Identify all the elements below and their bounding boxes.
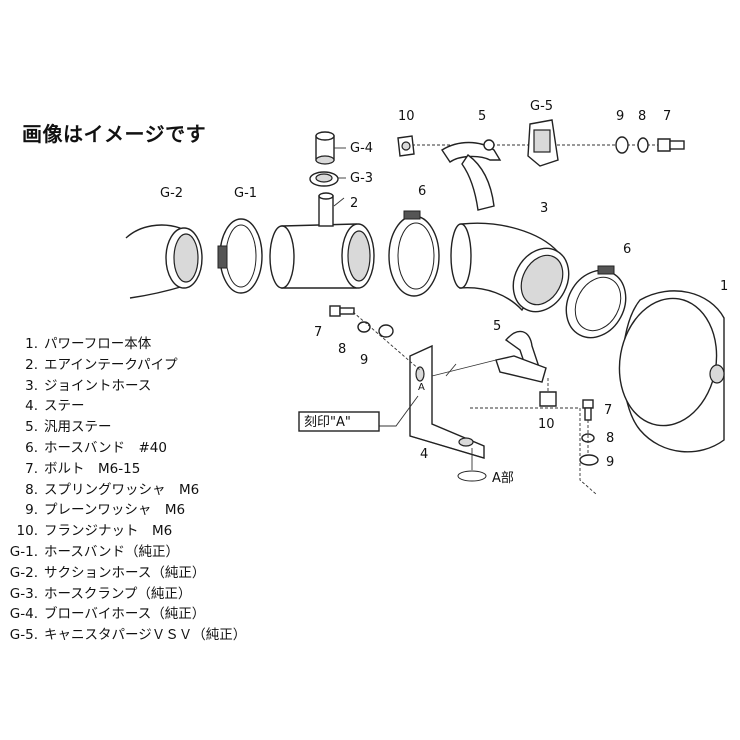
callout-1: 1 <box>720 279 728 294</box>
joint-hose <box>450 222 570 313</box>
hose-band-6-right <box>565 265 627 339</box>
callout-10-top: 10 <box>398 109 415 124</box>
callout-5-top: 5 <box>478 109 486 124</box>
power-flow-body <box>618 290 725 453</box>
callout-8-left: 8 <box>338 342 346 357</box>
flange-nut-10-mid <box>539 391 557 407</box>
callout-7-right: 7 <box>604 403 612 418</box>
bolt-7-left <box>329 305 355 317</box>
bolt-7-right <box>582 399 594 421</box>
callout-7-top: 7 <box>663 109 671 124</box>
parts-legend: 1.パワーフロー本体 2.エアインテークパイプ 3.ジョイントホース 4.ステー… <box>0 334 246 646</box>
plain-washer-9-left <box>378 324 394 338</box>
page-title: 画像はイメージです <box>22 122 207 146</box>
legend-item: G-2.サクションホース（純正） <box>9 564 206 581</box>
spring-washer-8-left <box>357 321 371 333</box>
callout-9-left: 9 <box>360 353 368 368</box>
callout-g5: G-5 <box>530 99 553 114</box>
plain-washer-9-right <box>579 454 599 466</box>
legend-item: G-4.ブローバイホース（純正） <box>9 606 206 623</box>
callout-6-left: 6 <box>418 184 426 199</box>
blow-by-hose-g4 <box>315 131 335 165</box>
callout-2: 2 <box>350 196 358 211</box>
callout-3: 3 <box>540 201 548 216</box>
legend-item: 9.プレーンワッシャ M6 <box>25 502 186 519</box>
callout-8-top: 8 <box>638 109 646 124</box>
general-stay-5-mid <box>495 330 547 383</box>
air-intake-pipe <box>269 192 375 289</box>
stay-bracket-4 <box>409 344 487 482</box>
hose-band-g1 <box>217 218 263 294</box>
callout-8-right: 8 <box>606 431 614 446</box>
callout-g4: G-4 <box>350 141 373 156</box>
legend-item: G-5.キャニスタパージＶＳＶ（純正） <box>9 627 247 644</box>
callout-5-mid: 5 <box>493 319 501 334</box>
bracket-stamp-mark: A <box>418 382 425 393</box>
top-mount-assembly <box>397 119 685 211</box>
stamp-label: 刻印"A" <box>304 415 351 430</box>
legend-item: 4.ステー <box>25 398 85 415</box>
callout-6-right: 6 <box>623 242 631 257</box>
callout-g1: G-1 <box>234 186 257 201</box>
legend-item: G-3.ホースクランプ（純正） <box>9 585 192 602</box>
legend-item: 8.スプリングワッシャ M6 <box>25 481 200 498</box>
legend-item: 7.ボルト M6-15 <box>25 460 141 477</box>
callout-9-right: 9 <box>606 455 614 470</box>
legend-item: 1.パワーフロー本体 <box>25 336 152 352</box>
legend-item: 3.ジョイントホース <box>25 377 152 394</box>
legend-item: 6.ホースバンド #40 <box>25 439 167 456</box>
legend-item: 10.フランジナット M6 <box>16 523 173 540</box>
stamp-label-box <box>298 411 380 432</box>
callout-7-left: 7 <box>314 325 322 340</box>
hose-band-6-left <box>388 210 440 297</box>
legend-item: G-1.ホースバンド（純正） <box>9 543 179 560</box>
callout-9-top: 9 <box>616 109 624 124</box>
detail-a-label: A部 <box>492 471 514 486</box>
hose-clamp-g3 <box>309 171 339 187</box>
legend-item: 2.エアインテークパイプ <box>25 356 178 373</box>
legend-item: 5.汎用ステー <box>25 419 112 436</box>
callout-g3: G-3 <box>350 171 373 186</box>
suction-hose-g2 <box>125 224 203 299</box>
callout-10-mid: 10 <box>538 417 555 432</box>
leader-lines <box>333 147 597 495</box>
callout-g2: G-2 <box>160 186 183 201</box>
callout-4: 4 <box>420 447 428 462</box>
